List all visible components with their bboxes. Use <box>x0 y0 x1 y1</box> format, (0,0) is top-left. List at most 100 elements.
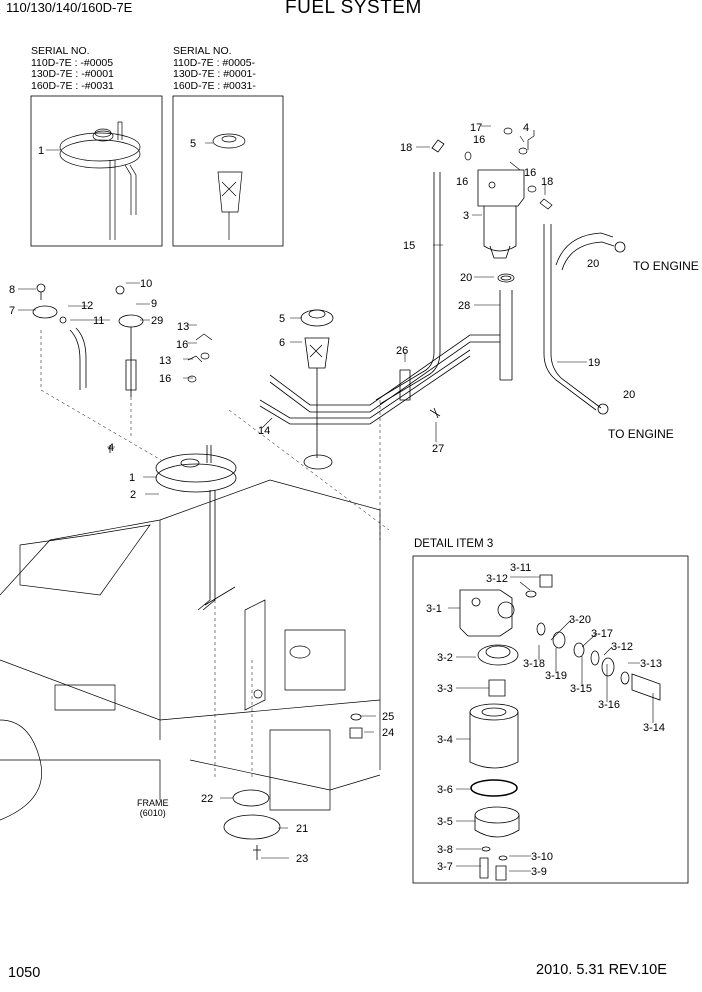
callout-label: 1 <box>38 145 44 157</box>
hose-20-upper <box>555 232 626 415</box>
serial-box-left-text: SERIAL NO. 110D-7E : -#0005 130D-7E : -#… <box>31 45 114 92</box>
callout-label: 3-2 <box>437 652 453 664</box>
serial-line: 110D-7E : #0005- <box>173 56 256 69</box>
callout-label: 27 <box>432 443 444 455</box>
bolt-27 <box>429 407 441 419</box>
callout-labels: 1 5 18 17 4 16 16 16 18 3 15 20 20 28 8 … <box>9 122 665 878</box>
drain-3-7 <box>479 857 489 879</box>
callout-label: 16 <box>456 176 468 188</box>
callout-label: 3-15 <box>570 683 592 695</box>
callout-label: 5 <box>279 313 285 325</box>
page-title: FUEL SYSTEM <box>285 0 422 18</box>
callout-label: 4 <box>108 442 114 454</box>
o-ring-25 <box>350 713 362 721</box>
callout-label: 16 <box>524 167 536 179</box>
callout-label: 3-11 <box>510 562 531 574</box>
callout-label: 13 <box>159 355 171 367</box>
callout-label: 3 <box>463 210 469 222</box>
fuel-cap-5 <box>300 309 334 327</box>
o-ring-3-8 <box>481 846 491 852</box>
callout-label: 5 <box>190 138 196 150</box>
callout-label: 17 <box>470 122 482 134</box>
adapter-3-2 <box>477 644 519 666</box>
o-ring-3-10 <box>498 855 508 861</box>
serial-line: 130D-7E : -#0001 <box>31 68 114 80</box>
callout-label: 3-6 <box>437 784 453 796</box>
serial-box-left <box>30 95 163 247</box>
o-ring-3-6 <box>470 779 518 797</box>
serial-heading: SERIAL NO. <box>31 45 90 57</box>
callout-label: 18 <box>541 176 553 188</box>
callout-leaders <box>18 125 654 872</box>
hose-14 <box>259 334 500 425</box>
fitting-13-16 <box>187 333 213 383</box>
callout-label: 21 <box>296 823 308 835</box>
callout-label: 3-7 <box>437 861 453 873</box>
serial-line: 130D-7E : #0001- <box>173 68 256 80</box>
callout-label: 3-10 <box>531 851 553 863</box>
callout-label: 16 <box>473 134 485 146</box>
hose-15 <box>375 139 445 405</box>
filler-neck <box>303 454 333 470</box>
callout-label: 3-14 <box>643 722 665 734</box>
callout-label: 16 <box>176 339 188 351</box>
tank-cover-early <box>59 121 141 240</box>
serial-box-right <box>172 95 284 247</box>
callout-label: 3-4 <box>437 734 453 746</box>
bolt-23 <box>253 845 261 860</box>
page-number: 1050 <box>8 965 41 981</box>
serial-line: 160D-7E : -#0031 <box>31 79 114 92</box>
o-ring-22 <box>232 789 270 807</box>
callout-label: 15 <box>403 240 415 252</box>
frame-body <box>0 479 381 821</box>
serial-box-right-text: SERIAL NO. 110D-7E : #0005- 130D-7E : #0… <box>173 45 256 92</box>
callout-label: 22 <box>201 793 213 805</box>
callout-label: 8 <box>9 284 15 296</box>
serial-heading: SERIAL NO. <box>173 45 232 57</box>
bracket-26 <box>399 369 411 401</box>
frame-label: FRAME (6010) <box>137 798 169 818</box>
detail-box <box>412 555 689 884</box>
callout-label: 12 <box>81 300 93 312</box>
fuel-filter-assembly <box>477 169 525 283</box>
filter-fittings <box>464 127 553 210</box>
callout-label: 3-16 <box>598 699 620 711</box>
callout-label: 20 <box>460 272 472 284</box>
callout-label: 18 <box>400 142 412 154</box>
callout-label: 14 <box>258 425 270 437</box>
callout-label: 3-19 <box>545 670 567 682</box>
sensor-3-9 <box>495 865 507 881</box>
to-engine-labels: TO ENGINE TO ENGINE <box>608 259 699 441</box>
callout-label: 10 <box>140 278 152 290</box>
callout-label: 4 <box>523 122 529 134</box>
detail-head-3-1 <box>459 589 515 637</box>
tank-cover <box>109 445 237 611</box>
callout-label: 24 <box>382 727 394 739</box>
hose-19 <box>543 224 602 411</box>
callout-label: 2 <box>130 489 136 501</box>
callout-label: 16 <box>159 373 171 385</box>
element-3-4 <box>469 703 519 769</box>
model-header: 110/130/140/160D-7E <box>6 0 133 15</box>
callout-label: 3-12 <box>611 641 633 653</box>
fuel-gauge <box>115 285 144 397</box>
nipple-3-3 <box>488 679 506 697</box>
hose-28 <box>499 290 513 381</box>
callout-label: 19 <box>588 357 600 369</box>
callout-label: 3-8 <box>437 844 453 856</box>
callout-label: 25 <box>382 711 394 723</box>
callout-label: 28 <box>458 300 470 312</box>
callout-label: 9 <box>151 298 157 310</box>
to-engine-label: TO ENGINE <box>608 427 674 441</box>
level-sender <box>32 283 87 390</box>
callout-label: 3-1 <box>426 603 442 615</box>
detail-title: DETAIL ITEM 3 <box>414 538 494 550</box>
callout-label: 3-3 <box>437 683 453 695</box>
callout-label: 26 <box>396 345 408 357</box>
strainer-6 <box>304 337 330 458</box>
callout-label: 13 <box>177 321 189 333</box>
plug-3-11 <box>539 574 553 588</box>
callout-label: 3-20 <box>569 614 591 626</box>
callout-label: 3-13 <box>640 658 662 670</box>
o-ring-3-12-top <box>525 590 537 598</box>
